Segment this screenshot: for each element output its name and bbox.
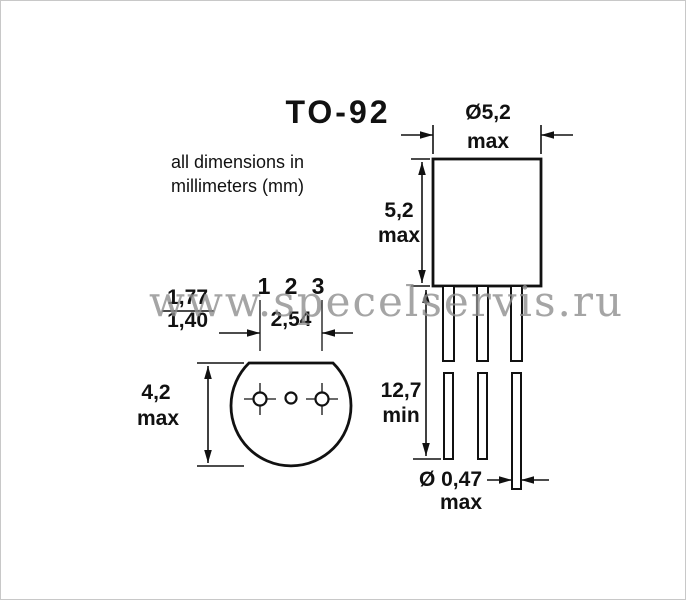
lead-2-lower xyxy=(477,372,488,460)
dim-body-depth-qualifier: max xyxy=(137,407,179,430)
pin-3-hole xyxy=(314,391,330,407)
side-view-body xyxy=(431,157,543,288)
dim-lead-flat-width-min: 1,40 xyxy=(167,309,208,332)
bottom-view-outline xyxy=(229,361,353,468)
dim-body-depth: 4,2 max xyxy=(137,362,244,467)
dim-body-height-qualifier: max xyxy=(378,224,420,247)
dim-lead-diameter: Ø 0,47 max xyxy=(419,468,549,514)
lead-2-upper xyxy=(476,285,489,362)
dim-lead-diameter-qualifier: max xyxy=(440,491,482,514)
dim-body-depth-value: 4,2 xyxy=(141,381,170,404)
dim-lead-length-value: 12,7 xyxy=(381,379,422,402)
dim-lead-length: 12,7 min xyxy=(381,290,441,460)
units-note-line2: millimeters (mm) xyxy=(171,176,304,196)
pin-2-hole xyxy=(284,391,298,405)
dim-body-diameter-qualifier: max xyxy=(467,130,509,153)
pin-3-label: 3 xyxy=(312,273,325,299)
dim-lead-diameter-value: Ø 0,47 xyxy=(419,468,482,491)
side-view xyxy=(431,157,543,490)
bottom-view: 1 2 3 xyxy=(229,273,353,468)
units-note-line1: all dimensions in xyxy=(171,152,304,172)
dim-pin-spacing-value: 2,54 xyxy=(271,308,312,331)
lead-3-lower xyxy=(511,372,522,490)
pin-1-hole xyxy=(252,391,268,407)
package-title: TO-92 xyxy=(285,94,390,130)
dim-lead-flat-width: 1,77 1,40 xyxy=(162,286,214,332)
dim-body-height: 5,2 max xyxy=(378,158,430,287)
lead-3-upper xyxy=(510,285,523,362)
dim-body-diameter: Ø5,2 max xyxy=(401,101,573,154)
dim-body-height-value: 5,2 xyxy=(384,199,413,222)
lead-1-lower xyxy=(443,372,454,460)
pin-2-label: 2 xyxy=(285,273,298,299)
pin-1-label: 1 xyxy=(258,273,271,299)
dim-body-diameter-value: Ø5,2 xyxy=(465,101,511,124)
watermark-text: www.specelservis.ru xyxy=(149,277,624,326)
lead-1-upper xyxy=(442,285,455,362)
dim-lead-length-qualifier: min xyxy=(382,404,419,427)
dim-pin-spacing: 2,54 xyxy=(219,300,353,351)
dim-lead-flat-width-max: 1,77 xyxy=(167,286,208,309)
